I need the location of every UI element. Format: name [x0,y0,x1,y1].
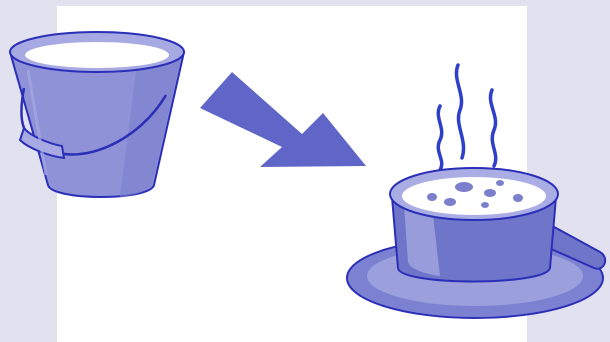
arrow-icon [200,72,366,167]
boiling-pot-icon [347,168,605,318]
bucket-icon [10,32,184,197]
steam-icon [438,65,495,170]
bucket-liquid [25,42,169,68]
arrow-shape [200,72,366,167]
pot-contents [402,177,546,215]
